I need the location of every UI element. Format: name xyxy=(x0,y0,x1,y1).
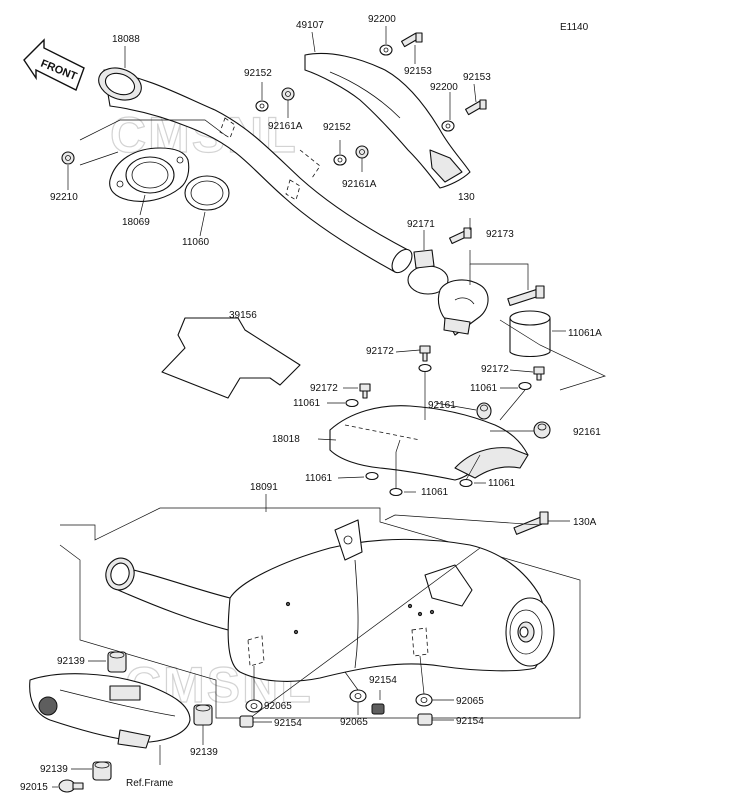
label-92172-left: 92172 xyxy=(310,383,338,394)
muffler-washer-92065-a xyxy=(245,699,263,713)
label-92200-upper: 92200 xyxy=(368,14,396,25)
cover-damper-92161-b xyxy=(533,421,551,439)
label-11060: 11060 xyxy=(182,237,210,248)
label-92015: 92015 xyxy=(20,782,48,793)
label-92153-upper: 92153 xyxy=(404,66,432,77)
label-92161A-upper: 92161A xyxy=(268,121,303,132)
muffler-nut-92154-a xyxy=(239,715,254,728)
label-92154-c: 92154 xyxy=(456,716,484,727)
label-92171: 92171 xyxy=(407,219,435,230)
cover-washer-11061-e xyxy=(459,478,473,488)
bracket-damper-92139-c xyxy=(92,761,112,781)
label-92200-lower: 92200 xyxy=(430,82,458,93)
label-92139-a: 92139 xyxy=(57,656,85,667)
cover-screw-92172-right xyxy=(533,366,545,381)
label-92173: 92173 xyxy=(486,229,514,240)
cover-washer-upper xyxy=(379,44,393,56)
cover-collar-lower xyxy=(333,145,369,166)
muffler-washer-92065-c xyxy=(415,693,433,707)
label-92139-c: 92139 xyxy=(40,764,68,775)
label-92154-a: 92154 xyxy=(274,718,302,729)
exhaust-gasket xyxy=(184,175,230,211)
cover-screw-92172-top xyxy=(419,345,431,362)
label-39156: 39156 xyxy=(229,310,257,321)
flange-nut xyxy=(61,151,75,165)
cover-washer-11061-left xyxy=(345,398,359,408)
label-92172-right: 92172 xyxy=(481,364,509,375)
muffler-nut-92154-b xyxy=(371,703,385,715)
header-pipe xyxy=(98,67,413,274)
label-92065-a: 92065 xyxy=(264,701,292,712)
bracket-damper-92139-a xyxy=(107,651,127,673)
label-92154-b: 92154 xyxy=(369,675,397,686)
cover-washer-11061-c xyxy=(365,471,379,481)
label-92152-upper: 92152 xyxy=(244,68,272,79)
label-11061A: 11061A xyxy=(568,328,602,339)
label-130: 130 xyxy=(458,192,475,203)
muffler-washer-92065-b xyxy=(349,689,367,703)
label-18091: 18091 xyxy=(250,482,278,493)
bracket-damper-92139-b xyxy=(193,704,213,726)
label-130A: 130A xyxy=(573,517,597,528)
muffler-clamp-92173 xyxy=(437,279,489,336)
label-92161-b: 92161 xyxy=(573,427,601,438)
label-92139-b: 92139 xyxy=(190,747,218,758)
label-11061-d: 11061 xyxy=(421,487,449,498)
label-92152-lower: 92152 xyxy=(323,122,351,133)
pipe-clamp xyxy=(407,249,449,295)
front-arrow-icon: FRONT xyxy=(23,38,85,91)
muffler xyxy=(105,519,555,682)
label-11061-c: 11061 xyxy=(305,473,333,484)
label-18018: 18018 xyxy=(272,434,300,445)
bracket-collar-92015 xyxy=(58,779,84,793)
cover-screw-92172-left xyxy=(359,383,371,399)
clamp-bolt-130 xyxy=(449,227,472,245)
label-92172-top: 92172 xyxy=(366,346,394,357)
cover-washer-11061-top xyxy=(418,363,432,373)
label-18088: 18088 xyxy=(112,34,140,45)
heat-guard-pad xyxy=(161,317,301,399)
ref-frame-label: Ref.Frame xyxy=(126,778,174,789)
cover-damper-92161-a xyxy=(476,402,492,420)
label-92065-b: 92065 xyxy=(340,717,368,728)
exhaust-flange xyxy=(109,147,190,202)
cover-washer-11061-right xyxy=(518,381,532,391)
label-92161-a: 92161 xyxy=(428,400,456,411)
cover-collar-upper xyxy=(255,87,295,112)
muffler-nut-92154-c xyxy=(417,713,433,726)
label-18069: 18069 xyxy=(122,217,150,228)
muffler-heat-cover xyxy=(329,405,529,481)
label-11061-right: 11061 xyxy=(470,383,498,394)
cover-washer-lower xyxy=(441,120,455,132)
label-92161A-lower: 92161A xyxy=(342,179,377,190)
clamp-bolt-long xyxy=(507,285,545,306)
frame-mount-bracket xyxy=(29,673,191,749)
cover-bolt-upper xyxy=(401,32,423,48)
label-92210: 92210 xyxy=(50,192,78,203)
muffler-bolt-130A xyxy=(513,511,549,535)
label-92065-c: 92065 xyxy=(456,696,484,707)
muffler-gasket-11061A xyxy=(509,310,551,358)
diagram-code: E1140 xyxy=(560,22,589,33)
label-92153-lower: 92153 xyxy=(463,72,491,83)
label-49107: 49107 xyxy=(296,20,324,31)
cover-washer-11061-d xyxy=(389,487,403,497)
label-11061-left: 11061 xyxy=(293,398,321,409)
cover-bolt-lower xyxy=(465,99,487,116)
header-heat-cover xyxy=(304,52,471,189)
label-11061-e: 11061 xyxy=(488,478,516,489)
